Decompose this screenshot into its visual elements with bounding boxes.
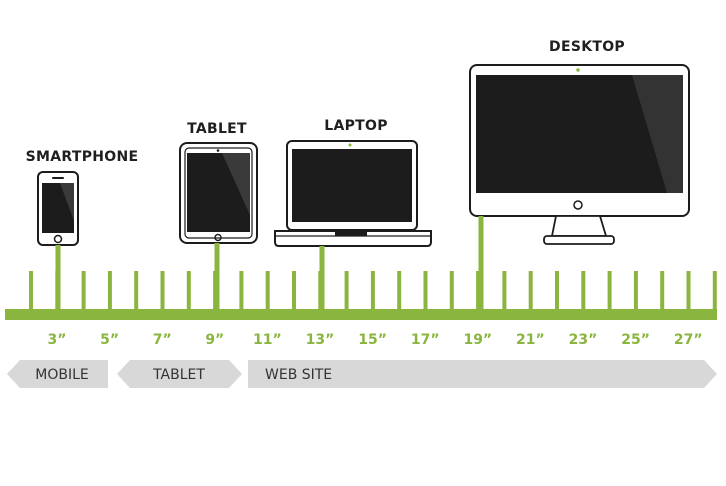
scale-labels: 3” 5” 7” 9” 11” 13” 15” 17” 19” 21” 23” 25” 27” <box>48 332 703 348</box>
scale-tick <box>555 271 559 311</box>
scale-ticks <box>29 271 717 311</box>
scale-tick <box>266 271 270 311</box>
scale-tick <box>213 271 217 311</box>
scale-bar <box>5 309 717 320</box>
scale-label: 27” <box>674 332 703 348</box>
scale-label: 25” <box>621 332 650 348</box>
scale-tick <box>371 271 375 311</box>
scale-tick <box>424 271 428 311</box>
scale-tick <box>581 271 585 311</box>
tablet-label: TABLET <box>187 121 247 137</box>
scale-tick <box>161 271 165 311</box>
scale-label: 7” <box>153 332 172 348</box>
scale-tick <box>529 271 533 311</box>
scale-tick <box>187 271 191 311</box>
desktop-icon <box>470 65 689 244</box>
scale-tick <box>713 271 717 311</box>
smartphone-label: SMARTPHONE <box>26 149 139 165</box>
scale-tick <box>660 271 664 311</box>
scale-tick <box>82 271 86 311</box>
scale-label: 11” <box>253 332 282 348</box>
laptop-icon <box>275 141 431 246</box>
laptop-label: LAPTOP <box>324 118 388 134</box>
tablet-icon <box>180 143 257 243</box>
scale-label: 5” <box>100 332 119 348</box>
band-mobile-label: MOBILE <box>35 367 88 383</box>
scale-tick <box>450 271 454 311</box>
scale-label: 17” <box>411 332 440 348</box>
scale-tick <box>502 271 506 311</box>
scale-tick <box>397 271 401 311</box>
band-website: WEB SITE <box>248 360 717 388</box>
scale-label: 3” <box>48 332 67 348</box>
scale-label: 9” <box>205 332 224 348</box>
smartphone-icon <box>38 172 78 245</box>
scale-tick <box>634 271 638 311</box>
scale-tick <box>134 271 138 311</box>
scale-label: 15” <box>358 332 387 348</box>
desktop-label: DESKTOP <box>549 39 625 55</box>
scale-tick <box>687 271 691 311</box>
band-mobile: MOBILE <box>7 360 108 388</box>
scale-tick <box>55 271 59 311</box>
band-tablet-label: TABLET <box>152 367 205 383</box>
scale-tick <box>608 271 612 311</box>
scale-tick <box>318 271 322 311</box>
scale-tick <box>345 271 349 311</box>
scale-tick <box>476 271 480 311</box>
band-tablet: TABLET <box>117 360 242 388</box>
scale-tick <box>108 271 112 311</box>
scale-label: 23” <box>569 332 598 348</box>
band-website-label: WEB SITE <box>265 367 332 383</box>
scale-label: 21” <box>516 332 545 348</box>
scale-label: 19” <box>463 332 492 348</box>
scale-tick <box>292 271 296 311</box>
scale-tick <box>239 271 243 311</box>
scale-label: 13” <box>306 332 335 348</box>
scale-tick <box>29 271 33 311</box>
